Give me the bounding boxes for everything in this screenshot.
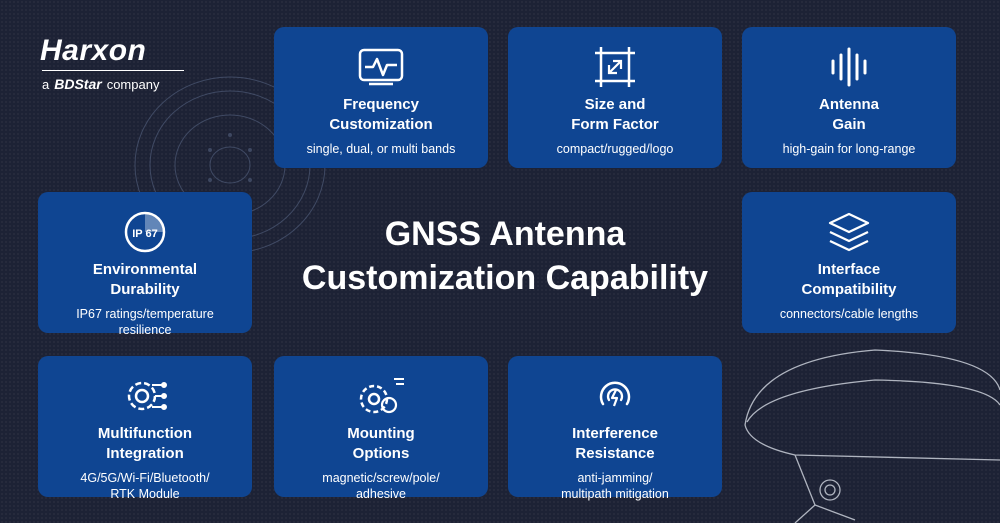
card-title: Environmental Durability — [92, 261, 198, 298]
waveform-screen-icon — [358, 48, 404, 86]
card-interference-resistance: Interference Resistance anti-jamming/ mu… — [508, 356, 722, 501]
card-title: Frequency Customization — [329, 96, 433, 133]
tagline-suffix: company — [106, 77, 160, 92]
card-antenna-gain: Antenna Gain high-gain for long-range — [742, 27, 956, 168]
card-title: Size and Form Factor — [571, 96, 659, 133]
gears-icon — [359, 378, 404, 414]
card-description: single, dual, or multi bands — [306, 142, 456, 156]
card-environmental-durability: IP 67 Environmental Durability IP67 rati… — [38, 192, 252, 337]
ip67-text: IP 67 — [132, 228, 158, 240]
logo-wordmark: Harxon — [40, 34, 147, 67]
card-mounting-options: Mounting Options magnetic/screw/pole/ ad… — [274, 356, 488, 501]
card-frequency-customization: Frequency Customization single, dual, or… — [274, 27, 488, 168]
card-description: magnetic/screw/pole/ adhesive — [322, 471, 440, 501]
card-title: Interface Compatibility — [801, 261, 897, 298]
card-size-form-factor: Size and Form Factor compact/rugged/logo — [508, 27, 722, 168]
circuit-gear-icon — [127, 381, 167, 411]
card-description: compact/rugged/logo — [556, 142, 674, 156]
card-multifunction-integration: Multifunction Integration 4G/5G/Wi-Fi/Bl… — [38, 356, 252, 501]
card-description: connectors/cable lengths — [779, 307, 919, 321]
signal-bars-icon — [831, 47, 867, 87]
tagline-brand: BDStar — [54, 76, 102, 92]
card-title: Antenna Gain — [819, 96, 879, 133]
card-interface-compatibility: Interface Compatibility connectors/cable… — [742, 192, 956, 333]
card-title: Interference Resistance — [572, 425, 658, 462]
card-description: IP67 ratings/temperature resilience — [76, 307, 214, 337]
antenna-outline-right-decoration — [744, 349, 1000, 523]
layers-icon — [828, 212, 870, 252]
logo-tagline: a BDStar company — [40, 76, 200, 92]
tagline-prefix: a — [42, 77, 50, 92]
title-line-1: GNSS Antenna — [384, 215, 626, 253]
harxon-logo: Harxon a BDStar company — [40, 36, 200, 92]
card-title: Multifunction Integration — [97, 425, 193, 462]
card-description: high-gain for long-range — [782, 142, 916, 156]
card-title: Mounting Options — [347, 425, 415, 462]
card-description: anti-jamming/ multipath mitigation — [561, 471, 669, 501]
card-description: 4G/5G/Wi-Fi/Bluetooth/ RTK Module — [80, 471, 210, 501]
shield-signal-icon — [599, 381, 631, 407]
ip67-badge-icon: IP 67 — [124, 211, 166, 253]
resize-frame-icon — [595, 47, 635, 87]
title-line-2: Customization Capability — [301, 259, 709, 297]
page-title: GNSS Antenna Customization Capability — [270, 212, 740, 300]
logo-underline — [42, 70, 184, 71]
